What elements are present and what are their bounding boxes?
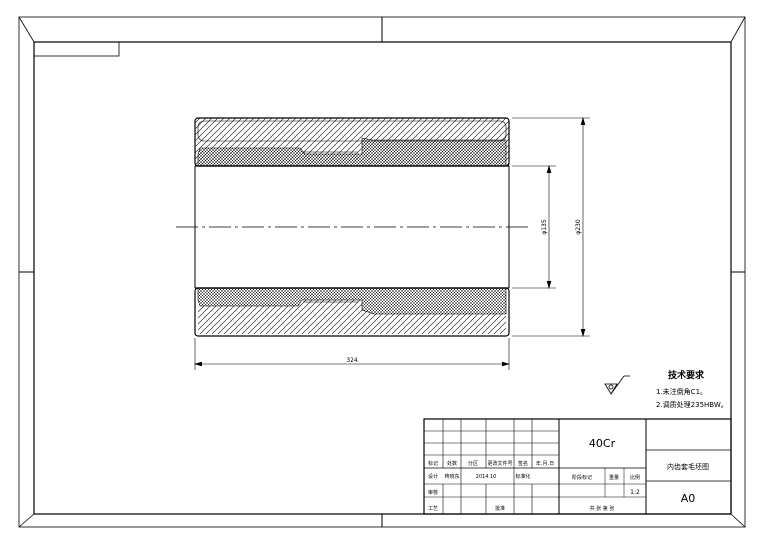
outer-frame — [18, 16, 746, 528]
tech-req-item-2: 2.调质处理235HBW。 — [656, 400, 728, 409]
dimension-lines — [193, 116, 590, 370]
length-label: 324 — [346, 357, 358, 364]
centring-marks — [19, 17, 745, 527]
inner-frame — [33, 41, 732, 515]
sheet-size: A0 — [681, 492, 696, 505]
bottom-wall-hatch — [198, 300, 506, 334]
tb-zone: 分区 — [468, 460, 478, 467]
tech-req-item-1: 1.未注倒角C1。 — [656, 387, 707, 396]
material-label: 40Cr — [589, 437, 616, 450]
drawing-title: 内齿套毛坯图 — [667, 462, 709, 471]
top-inner-outline — [197, 120, 507, 142]
tech-req-heading: 技术要求 — [668, 369, 705, 381]
tb-stage-mark: 阶段标记 — [572, 474, 592, 481]
tb-designer: 蒋晓东 — [444, 473, 459, 480]
tb-design-label: 设计 — [428, 473, 438, 480]
tb-date: 2014.10 — [476, 474, 497, 480]
title-block — [423, 418, 732, 515]
corner-marks — [18, 16, 746, 528]
tb-count: 处数 — [447, 460, 457, 467]
tb-process: 工艺 — [428, 506, 438, 512]
tb-sheets: 共 张 第 张 — [590, 505, 615, 512]
tb-scale: 1:2 — [630, 489, 640, 496]
part-section — [176, 117, 530, 337]
tb-standardization: 标准化 — [515, 473, 530, 480]
surface-roughness-icon — [604, 375, 630, 395]
tb-approve: 批准 — [495, 505, 505, 512]
tb-review: 审核 — [428, 489, 438, 496]
reference-box — [33, 41, 120, 57]
bore-diameter-label: φ135 — [541, 219, 548, 235]
top-allowance — [197, 137, 507, 167]
tb-ratio: 比例 — [630, 474, 640, 481]
tb-mark: 标记 — [428, 460, 438, 467]
outer-diameter-label: φ230 — [575, 219, 582, 235]
tb-signature: 签名 — [518, 460, 528, 467]
tb-change-doc: 更改文件号 — [487, 460, 512, 467]
tb-date-col: 年.月.日 — [536, 460, 554, 467]
tb-weight: 重量 — [609, 474, 619, 481]
